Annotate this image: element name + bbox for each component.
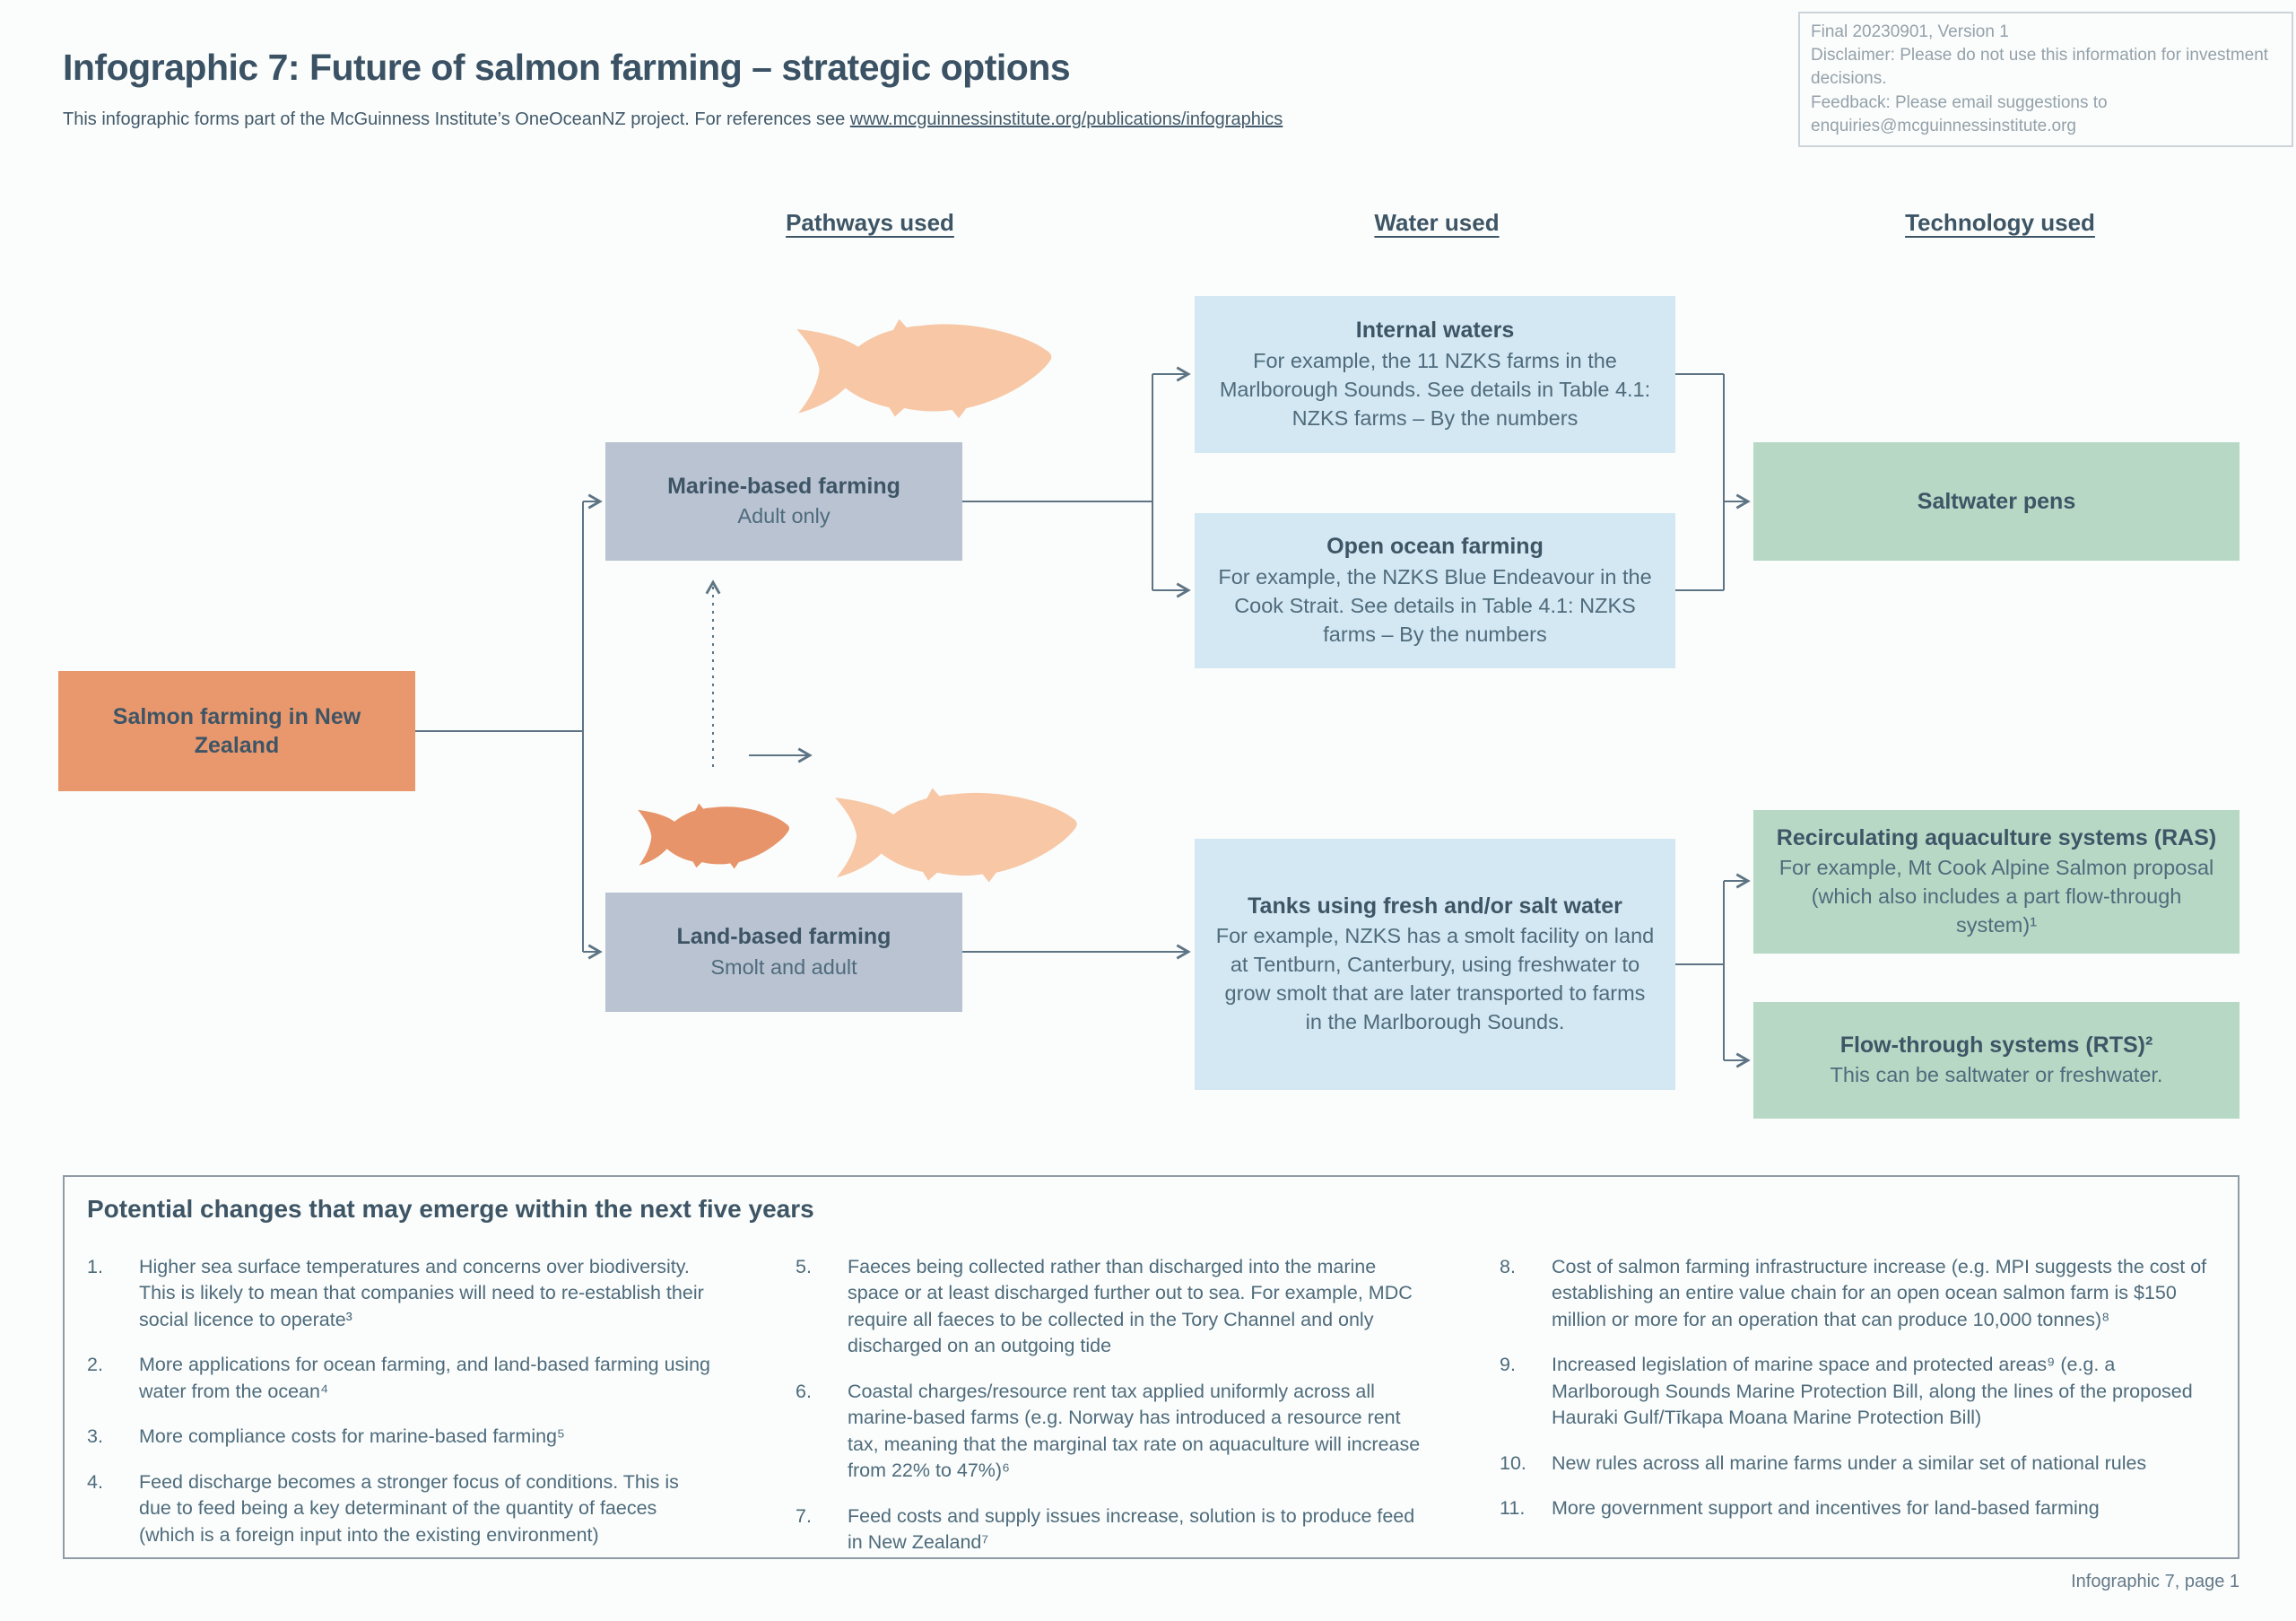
- change-text: More government support and incentives f…: [1552, 1497, 2100, 1520]
- land-based-farming-box: Land-based farming Smolt and adult: [605, 893, 962, 1012]
- ras-body: For example, Mt Cook Alpine Salmon propo…: [1779, 856, 2214, 937]
- change-number: 9.: [1500, 1354, 1516, 1376]
- page-footer: Infographic 7, page 1: [2071, 1572, 2239, 1591]
- column-header-water: Water used: [1374, 209, 1500, 236]
- changes-heading: Potential changes that may emerge within…: [87, 1195, 814, 1223]
- adult-salmon-icon: [823, 785, 1092, 885]
- tanks-box: Tanks using fresh and/or salt water For …: [1195, 839, 1675, 1090]
- change-text: Higher sea surface temperatures and conc…: [139, 1256, 704, 1330]
- change-number: 11.: [1500, 1497, 1526, 1520]
- notice-version: Final 20230901, Version 1: [1811, 22, 2009, 41]
- change-item: 2. More applications for ocean farming, …: [87, 1352, 715, 1405]
- change-number: 5.: [796, 1256, 812, 1277]
- notice-box: Final 20230901, Version 1 Disclaimer: Pl…: [1798, 12, 2293, 148]
- internal-waters-title: Internal waters: [1355, 318, 1515, 344]
- changes-column-3: 8. Cost of salmon farming infrastructure…: [1500, 1254, 2208, 1541]
- change-item: 5. Faeces being collected rather than di…: [796, 1254, 1423, 1360]
- change-item: 9. Increased legislation of marine space…: [1500, 1352, 2208, 1431]
- notice-disclaimer: Disclaimer: Please do not use this infor…: [1811, 46, 2269, 89]
- potential-changes-box: Potential changes that may emerge within…: [63, 1175, 2239, 1559]
- changes-column-1: 1. Higher sea surface temperatures and c…: [87, 1254, 715, 1567]
- internal-waters-body: For example, the 11 NZKS farms in the Ma…: [1219, 348, 1651, 430]
- change-item: 11. More government support and incentiv…: [1500, 1495, 2208, 1521]
- intro-link[interactable]: www.mcguinnessinstitute.org/publications…: [849, 109, 1283, 129]
- change-number: 1.: [87, 1256, 103, 1277]
- notice-feedback: Feedback: Please email suggestions to en…: [1811, 92, 2108, 135]
- change-number: 10.: [1500, 1451, 1526, 1474]
- open-ocean-title: Open ocean farming: [1326, 534, 1544, 560]
- change-number: 6.: [796, 1380, 812, 1402]
- change-item: 4. Feed discharge becomes a stronger foc…: [87, 1469, 715, 1548]
- open-ocean-farming-box: Open ocean farming For example, the NZKS…: [1195, 513, 1675, 668]
- open-ocean-body: For example, the NZKS Blue Endeavour in …: [1218, 564, 1652, 646]
- land-box-subtitle: Smolt and adult: [710, 954, 857, 979]
- change-text: Feed costs and supply issues increase, s…: [848, 1504, 1415, 1554]
- change-number: 7.: [796, 1504, 812, 1527]
- ras-box: Recirculating aquaculture systems (RAS) …: [1753, 810, 2239, 954]
- land-box-title: Land-based farming: [676, 924, 891, 950]
- root-box: Salmon farming in New Zealand: [58, 671, 415, 791]
- change-number: 8.: [1500, 1256, 1516, 1277]
- change-item: 1. Higher sea surface temperatures and c…: [87, 1254, 715, 1333]
- changes-column-2: 5. Faeces being collected rather than di…: [796, 1254, 1423, 1575]
- change-text: Faeces being collected rather than disch…: [848, 1256, 1413, 1357]
- change-number: 4.: [87, 1470, 103, 1493]
- change-text: New rules across all marine farms under …: [1552, 1451, 2147, 1474]
- saltwater-pens-title: Saltwater pens: [1917, 488, 2076, 514]
- change-text: More compliance costs for marine-based f…: [139, 1425, 565, 1448]
- marine-box-title: Marine-based farming: [667, 473, 900, 499]
- change-text: Feed discharge becomes a stronger focus …: [139, 1470, 679, 1546]
- marine-box-subtitle: Adult only: [737, 504, 831, 528]
- rts-title: Flow-through systems (RTS)²: [1839, 1032, 2153, 1058]
- change-text: Increased legislation of marine space an…: [1552, 1354, 2193, 1429]
- rts-box: Flow-through systems (RTS)² This can be …: [1753, 1002, 2239, 1119]
- internal-waters-box: Internal waters For example, the 11 NZKS…: [1195, 296, 1675, 453]
- tanks-title: Tanks using fresh and/or salt water: [1248, 893, 1622, 919]
- change-item: 6. Coastal charges/resource rent tax app…: [796, 1379, 1423, 1485]
- change-text: More applications for ocean farming, and…: [139, 1354, 711, 1402]
- root-box-title: Salmon farming in New Zealand: [112, 703, 361, 759]
- column-header-pathways: Pathways used: [786, 209, 954, 236]
- marine-based-farming-box: Marine-based farming Adult only: [605, 442, 962, 561]
- ras-title: Recirculating aquaculture systems (RAS): [1776, 824, 2217, 850]
- change-text: Coastal charges/resource rent tax applie…: [848, 1380, 1421, 1482]
- change-item: 10. New rules across all marine farms un…: [1500, 1451, 2208, 1477]
- change-item: 3. More compliance costs for marine-base…: [87, 1424, 715, 1450]
- page-title: Infographic 7: Future of salmon farming …: [63, 47, 1071, 88]
- adult-salmon-icon: [785, 316, 1067, 422]
- tanks-body: For example, NZKS has a smolt facility o…: [1215, 924, 1655, 1034]
- intro-text: This infographic forms part of the McGui…: [63, 109, 850, 129]
- rts-body: This can be saltwater or freshwater.: [1830, 1063, 2163, 1087]
- change-number: 2.: [87, 1354, 103, 1376]
- change-number: 3.: [87, 1425, 103, 1448]
- change-text: Cost of salmon farming infrastructure in…: [1552, 1256, 2207, 1330]
- intro-line: This infographic forms part of the McGui…: [63, 109, 1283, 130]
- change-item: 7. Feed costs and supply issues increase…: [796, 1503, 1423, 1556]
- column-header-technology: Technology used: [1905, 209, 2095, 236]
- change-item: 8. Cost of salmon farming infrastructure…: [1500, 1254, 2208, 1333]
- smolt-salmon-icon: [635, 801, 795, 871]
- saltwater-pens-box: Saltwater pens: [1753, 442, 2239, 561]
